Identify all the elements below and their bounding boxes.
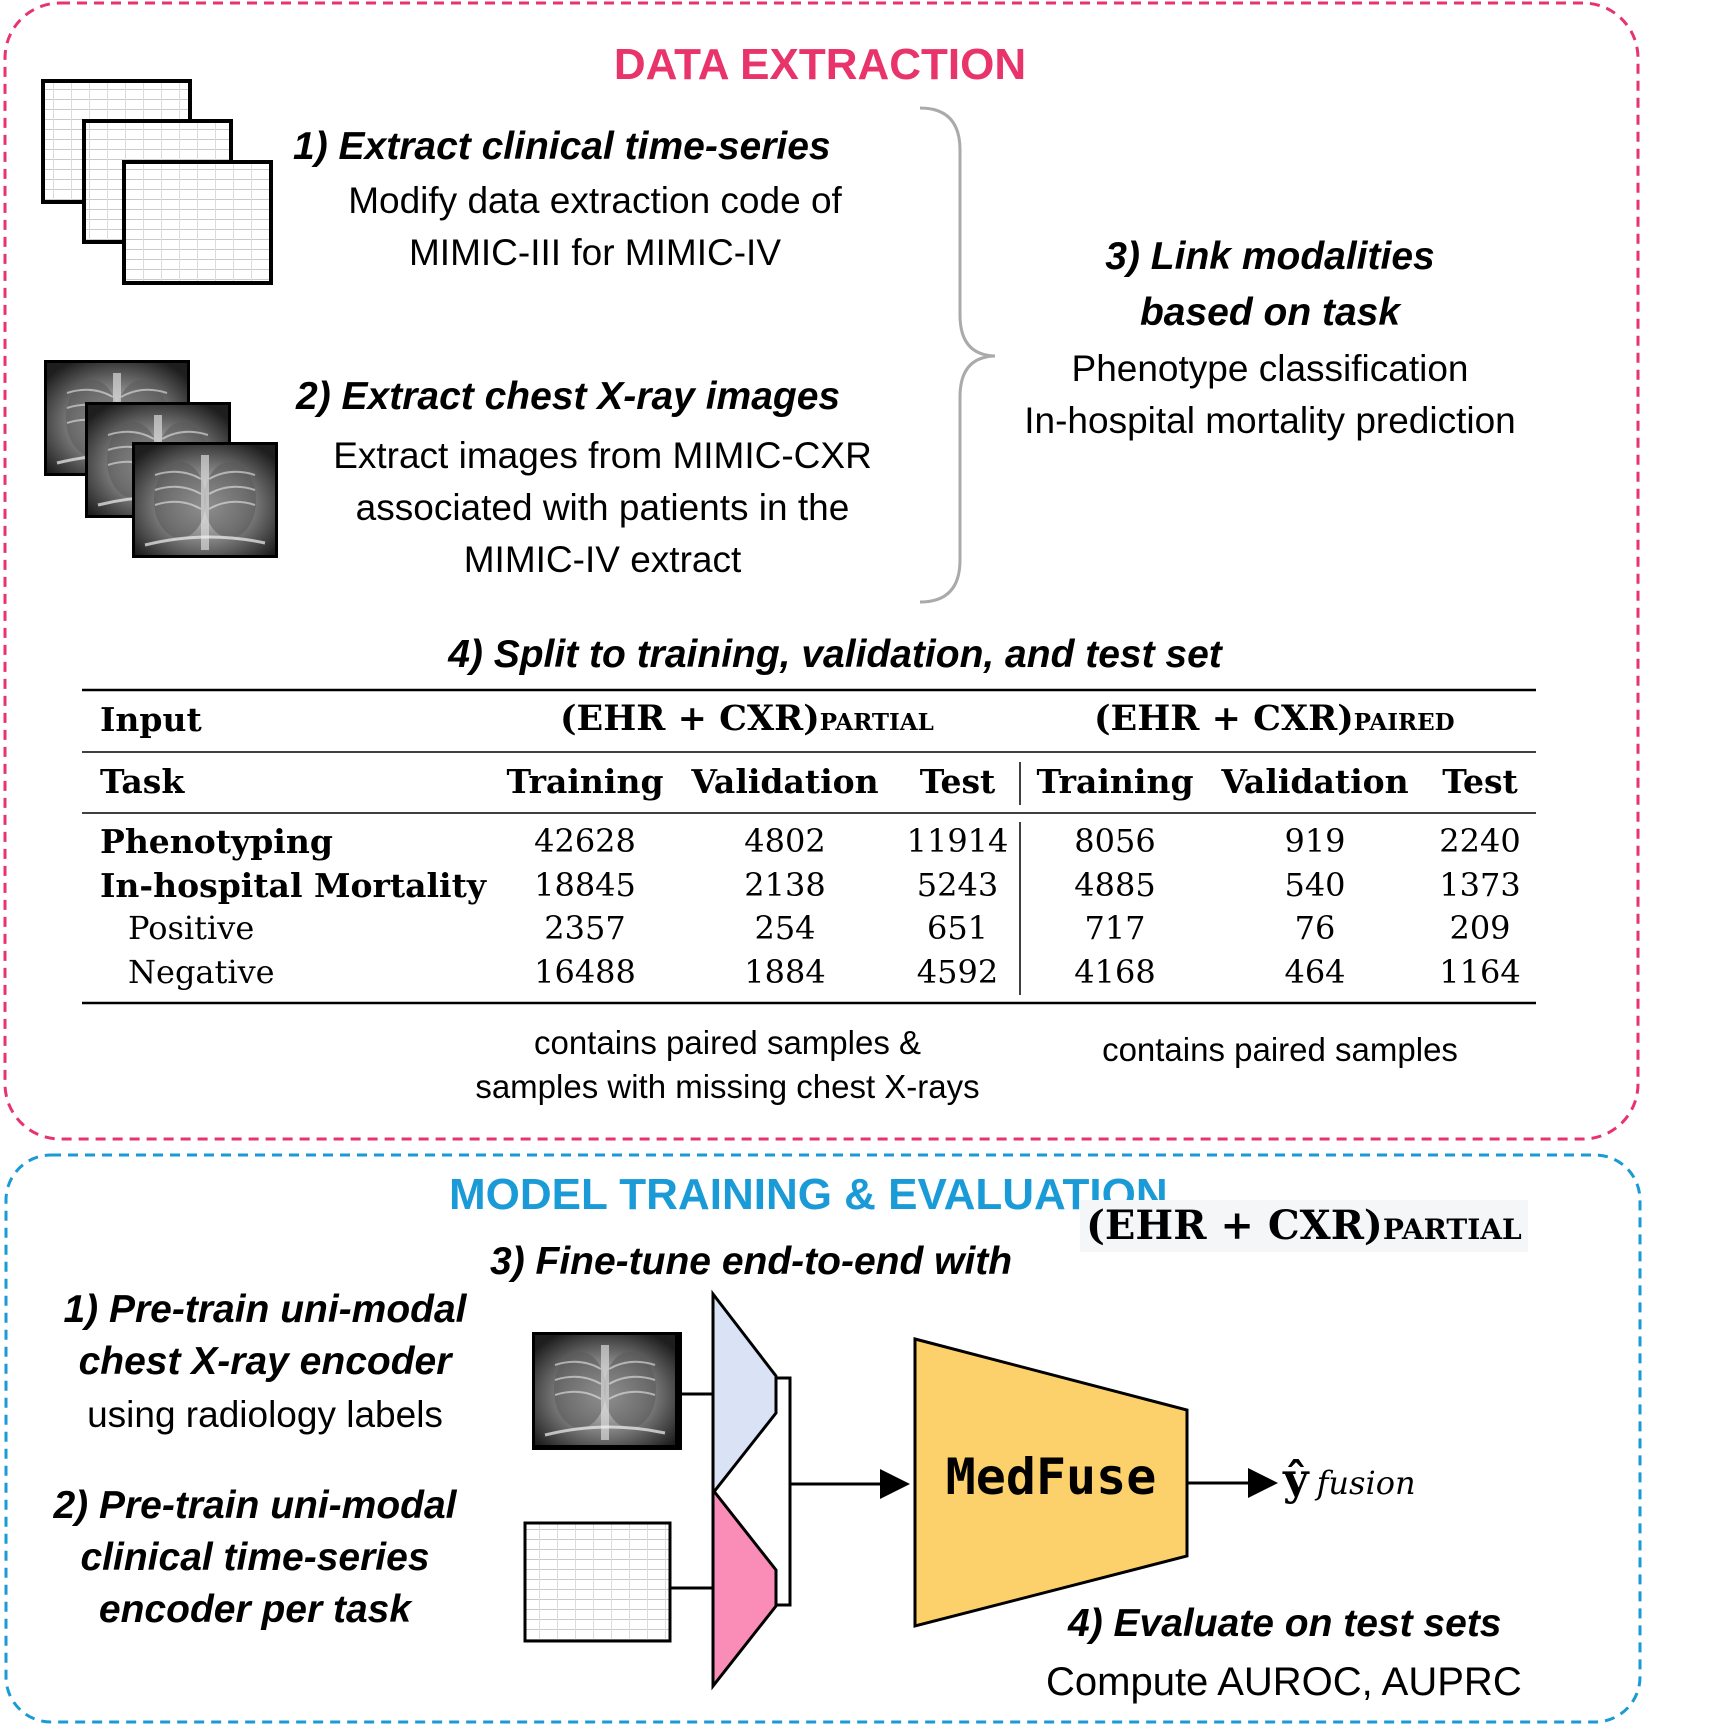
cell: 2138 [744, 866, 826, 904]
cell: 4592 [916, 953, 999, 991]
medfuse-label: MedFuse [945, 1448, 1157, 1506]
cell: 209 [1449, 909, 1511, 947]
col-paired-test: Test [1442, 762, 1518, 801]
cell: 42628 [534, 822, 636, 860]
step3-title-1: 3) Link modalities [1105, 235, 1435, 278]
cell: 651 [926, 909, 989, 947]
row-label-positive: Positive [128, 909, 255, 947]
cell: 11914 [906, 822, 1009, 860]
pretrain-ehr-1: 2) Pre-train uni-modal [53, 1484, 457, 1527]
data-extraction-title: DATA EXTRACTION [613, 40, 1027, 89]
step1-desc-1: Modify data extraction code of [348, 180, 842, 221]
finetune-data-label: (EHR + CXR)PARTIAL [1080, 1200, 1528, 1252]
step2-title: 2) Extract chest X-ray images [296, 375, 841, 418]
step1-title: 1) Extract clinical time-series [293, 125, 831, 168]
col-partial-test: Test [919, 762, 996, 801]
finetune-label: 3) Fine-tune end-to-end with [490, 1240, 1013, 1283]
pretrain-cxr-2: chest X-ray encoder [78, 1340, 452, 1383]
evaluate-title: 4) Evaluate on test sets [1068, 1602, 1502, 1645]
step3-title-2: based on task [1139, 291, 1401, 334]
pretrain-ehr-2: clinical time-series [80, 1536, 430, 1579]
cell: 717 [1084, 909, 1146, 947]
step3-desc-2: In-hospital mortality prediction [1024, 400, 1516, 441]
note-paired: contains paired samples [1102, 1031, 1458, 1068]
cell: 2240 [1439, 822, 1521, 860]
note-partial-2: samples with missing chest X-rays [475, 1068, 980, 1105]
ehr-sheets-icon [41, 79, 273, 285]
model-training-title: MODEL TRAINING & EVALUATION [449, 1170, 1168, 1219]
note-partial-1: contains paired samples & [533, 1024, 922, 1061]
row-label-mortality: In-hospital Mortality [100, 866, 487, 905]
step1-desc-2: MIMIC-III for MIMIC-IV [408, 232, 782, 273]
step2-desc-1: Extract images from MIMIC-CXR [333, 435, 872, 476]
model-training-border [4, 1153, 1642, 1724]
evaluate-desc: Compute AUROC, AUPRC [1046, 1660, 1522, 1704]
step2-desc-3: MIMIC-IV extract [463, 539, 742, 580]
link-brace [919, 106, 996, 604]
table-task-label: Task [100, 762, 185, 801]
cell: 18845 [534, 866, 636, 904]
col-partial-training: Training [506, 762, 664, 801]
cell: 76 [1294, 909, 1336, 947]
col-partial-validation: Validation [691, 762, 879, 801]
cell: 4168 [1074, 953, 1156, 991]
group-partial-header: (EHR + CXR)PARTIAL [560, 698, 934, 739]
step4-title: 4) Split to training, validation, and te… [448, 633, 1222, 676]
ehr-encoder [711, 1485, 778, 1691]
pretrain-ehr-3: encoder per task [98, 1588, 412, 1631]
step3-desc-1: Phenotype classification [1071, 348, 1469, 389]
cell: 1884 [744, 953, 826, 991]
cell: 540 [1284, 866, 1346, 904]
medfuse-block [913, 1337, 1189, 1628]
cell: 464 [1284, 953, 1346, 991]
step2-desc-2: associated with patients in the [355, 487, 850, 528]
cell: 4885 [1074, 866, 1156, 904]
cell: 1164 [1439, 953, 1521, 991]
col-paired-training: Training [1036, 762, 1194, 801]
cxr-images-icon [44, 360, 278, 558]
cell: 2357 [544, 909, 626, 947]
cxr-input-image [532, 1332, 682, 1450]
pretrain-cxr-1: 1) Pre-train uni-modal [63, 1288, 467, 1331]
cell: 919 [1284, 822, 1346, 860]
cell: 5243 [916, 866, 999, 904]
group-paired-header: (EHR + CXR)PAIRED [1094, 698, 1455, 739]
cxr-encoder [711, 1289, 778, 1498]
row-label-negative: Negative [128, 953, 275, 991]
ehr-input-sheet [523, 1521, 672, 1643]
cell: 16488 [534, 953, 636, 991]
cell: 4802 [744, 822, 826, 860]
col-paired-validation: Validation [1221, 762, 1409, 801]
pretrain-cxr-3: using radiology labels [87, 1394, 443, 1435]
table-input-label: Input [100, 700, 202, 739]
row-label-phenotyping: Phenotyping [100, 822, 333, 861]
cell: 1373 [1439, 866, 1521, 904]
cell: 254 [754, 909, 816, 947]
cell: 8056 [1074, 822, 1156, 860]
